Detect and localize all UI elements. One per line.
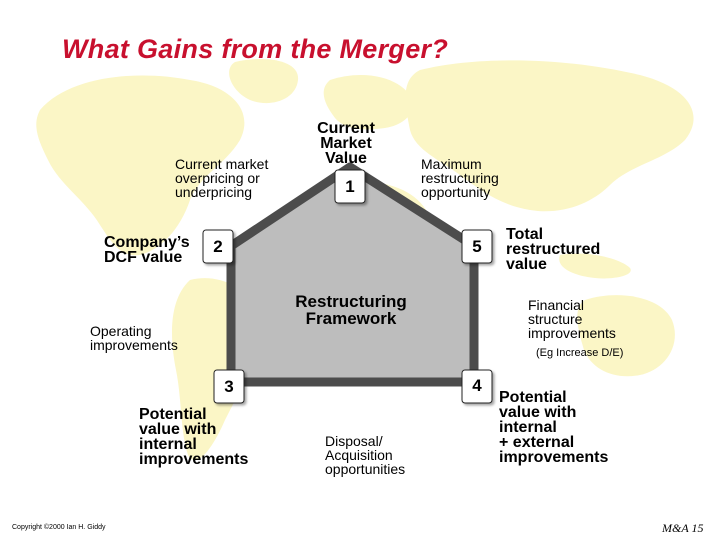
greenland-shape <box>229 59 299 104</box>
australia-shape <box>577 295 675 377</box>
page-number: M&A 15 <box>662 521 704 535</box>
edge-label-disposal: Disposal/ Acquisition opportunities <box>325 433 406 477</box>
node-number-3: 3 <box>224 377 234 396</box>
edge-label-financial: Financial structure improvements <box>528 297 616 341</box>
copyright-text: Copyright ©2000 Ian H. Giddy <box>12 524 106 531</box>
node-label-2: Company’s DCF value <box>104 234 190 266</box>
north-america-shape <box>36 75 245 256</box>
asia-shape <box>405 60 694 212</box>
node-box-5 <box>461 229 493 264</box>
edge-label-max-restructuring: Maximum restructuring opportunity <box>421 156 499 200</box>
slide-title: What Gains from the Merger? <box>62 34 449 64</box>
node-box-1 <box>334 169 366 204</box>
node-number-5: 5 <box>472 237 482 256</box>
node-number-2: 2 <box>213 237 223 256</box>
node-label-5: Total restructured value <box>506 226 601 273</box>
node-label-1: Current Market Value <box>317 120 375 167</box>
node-label-4: Potential value with internal + external… <box>499 389 609 466</box>
node-label-3: Potential value with internal improvemen… <box>139 406 249 468</box>
node-number-4: 4 <box>472 376 482 395</box>
node-box-4 <box>461 369 493 404</box>
edge-label-financial-note: (Eg Increase D/E) <box>536 347 624 359</box>
indonesia-shape <box>559 253 631 279</box>
node-box-3 <box>213 369 245 404</box>
europe-shape <box>323 75 414 130</box>
pentagon-shape <box>226 162 479 387</box>
edge-label-operating: Operating improvements <box>90 323 178 353</box>
node-number-1: 1 <box>345 177 355 196</box>
center-label: Restructuring Framework <box>295 292 407 328</box>
node-box-2 <box>202 229 234 264</box>
edge-label-overpricing: Current market overpricing or underprici… <box>175 156 269 200</box>
